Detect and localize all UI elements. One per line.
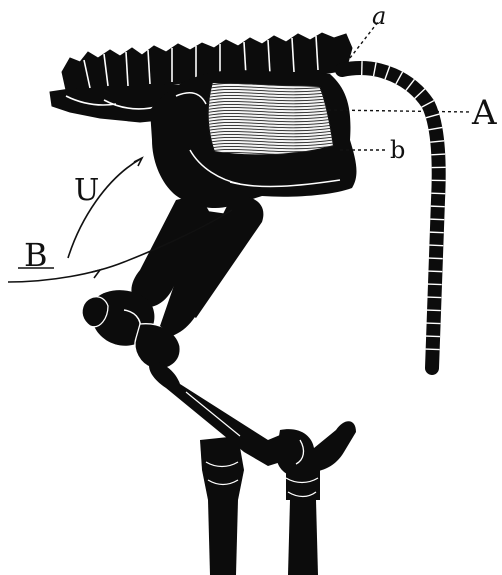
- label-U: U: [74, 173, 99, 208]
- tail-vertebra-seam: [431, 154, 445, 155]
- tail-vertebra-seam: [429, 258, 443, 259]
- tail-vertebra-seam: [428, 271, 442, 272]
- label-A: A: [471, 93, 497, 133]
- label-B: B: [24, 236, 48, 274]
- label-b: b: [390, 136, 405, 164]
- tail-vertebra-seam: [430, 219, 444, 220]
- foot: [200, 421, 356, 575]
- label-a: a: [372, 2, 386, 30]
- tail-vertebra-seam: [429, 245, 443, 246]
- tail-vertebra-seam: [428, 284, 442, 285]
- tail-vertebra-seam: [431, 193, 445, 194]
- tail: [342, 61, 446, 368]
- tail-vertebra-seam: [431, 206, 445, 207]
- tail-vertebra-seam: [430, 232, 444, 233]
